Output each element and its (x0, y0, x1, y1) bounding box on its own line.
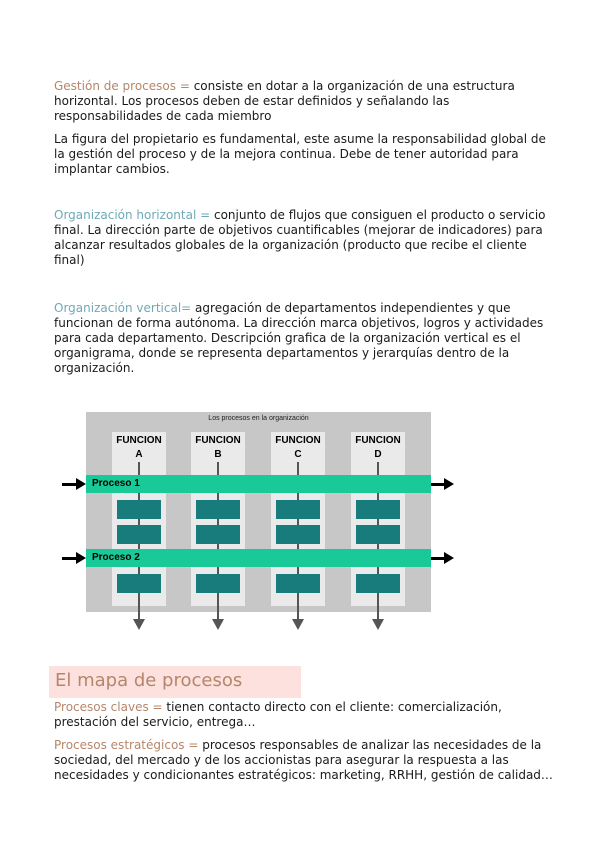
down-arrow-icon (292, 619, 304, 630)
function-letter: D (374, 449, 382, 460)
right-arrow-icon (76, 552, 86, 564)
definition-text: tienen contacto directo con el cliente: … (54, 700, 502, 729)
function-box (356, 525, 400, 544)
function-box (117, 500, 161, 519)
arrow-shaft (431, 557, 445, 560)
paragraph-gestion-procesos: Gestión de procesos = consiste en dotar … (54, 79, 554, 124)
function-letter: A (135, 449, 143, 460)
function-box (196, 574, 240, 593)
term-gestion-procesos: Gestión de procesos = (54, 79, 190, 93)
function-label: FUNCION D (351, 434, 405, 462)
arrow-shaft (62, 557, 78, 560)
paragraph-procesos-estrategicos: Procesos estratégicos = procesos respons… (54, 738, 554, 783)
term-organizacion-horizontal: Organización horizontal = (54, 208, 211, 222)
function-box (276, 500, 320, 519)
function-box (117, 525, 161, 544)
function-box (276, 574, 320, 593)
function-box (196, 500, 240, 519)
process-label: Proceso 1 (92, 478, 140, 489)
term-procesos-estrategicos: Procesos estratégicos = (54, 738, 199, 752)
paragraph-propietario: La figura del propietario es fundamental… (54, 132, 554, 177)
process-label: Proceso 2 (92, 552, 140, 563)
function-box (117, 574, 161, 593)
function-label: FUNCION A (112, 434, 166, 462)
process-diagram: Los procesos en la organización FUNCION A… (58, 412, 458, 632)
arrow-shaft (431, 483, 445, 486)
right-arrow-icon (444, 552, 454, 564)
down-arrow-icon (212, 619, 224, 630)
function-label-line1: FUNCION (355, 435, 401, 446)
function-box (356, 574, 400, 593)
definition-text: procesos responsables de analizar las ne… (54, 738, 553, 782)
down-arrow-icon (133, 619, 145, 630)
function-box (356, 500, 400, 519)
function-letter: C (294, 449, 302, 460)
definition-text: conjunto de flujos que consiguen el prod… (54, 208, 546, 267)
section-heading-mapa-procesos: El mapa de procesos (49, 666, 301, 698)
right-arrow-icon (444, 478, 454, 490)
function-letter: B (214, 449, 222, 460)
paragraph-organizacion-vertical: Organización vertical= agregación de dep… (54, 301, 554, 376)
function-label-line1: FUNCION (275, 435, 321, 446)
function-label-line1: FUNCION (116, 435, 162, 446)
definition-text: agregación de departamentos independient… (54, 301, 544, 375)
term-procesos-claves: Procesos claves = (54, 700, 163, 714)
right-arrow-icon (76, 478, 86, 490)
paragraph-procesos-claves: Procesos claves = tienen contacto direct… (54, 700, 554, 730)
function-box (276, 525, 320, 544)
function-box (196, 525, 240, 544)
function-label: FUNCION C (271, 434, 325, 462)
term-organizacion-vertical: Organización vertical= (54, 301, 192, 315)
process-band-1: Proceso 1 (86, 475, 431, 493)
definition-text: consiste en dotar a la organización de u… (54, 79, 515, 123)
arrow-shaft (62, 483, 78, 486)
process-band-2: Proceso 2 (86, 549, 431, 567)
paragraph-organizacion-horizontal: Organización horizontal = conjunto de fl… (54, 208, 554, 268)
down-arrow-icon (372, 619, 384, 630)
diagram-title: Los procesos en la organización (208, 415, 309, 422)
function-label-line1: FUNCION (195, 435, 241, 446)
function-label: FUNCION B (191, 434, 245, 462)
paragraph-text: La figura del propietario es fundamental… (54, 132, 546, 176)
